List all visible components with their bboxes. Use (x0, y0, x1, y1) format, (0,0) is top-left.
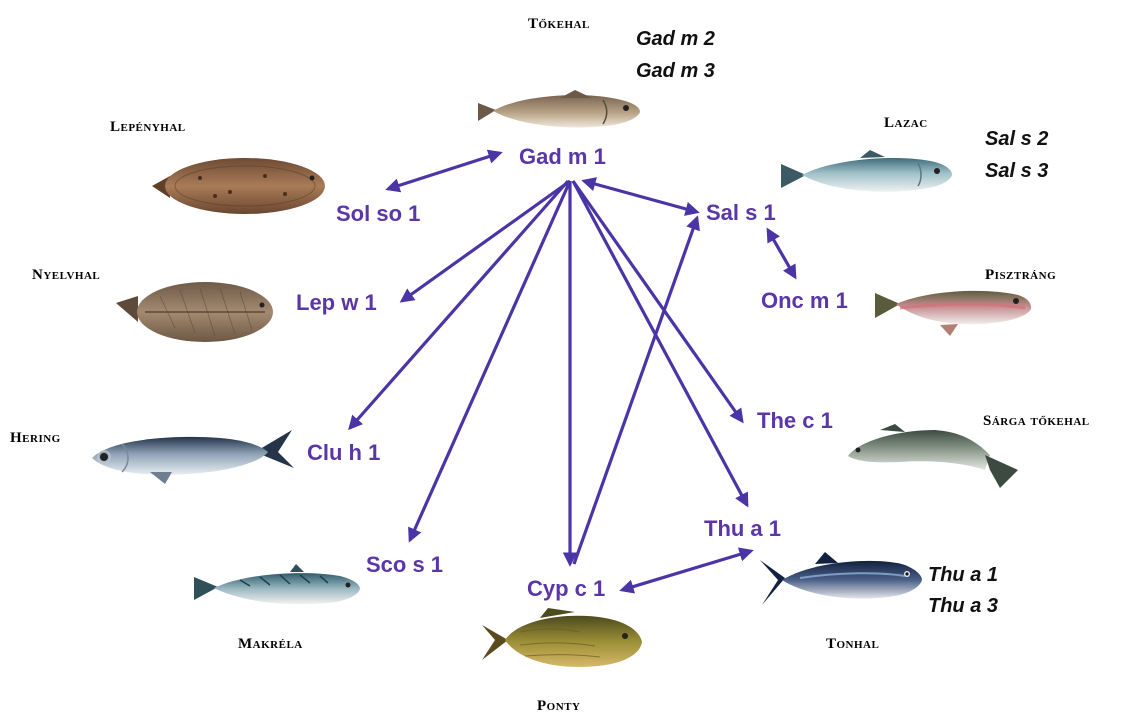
fish-label-pisztrang: Pisztráng (985, 267, 1056, 283)
extra-allergen-lazac-1: Sal s 2 (985, 128, 1048, 150)
carp-picture (482, 608, 642, 667)
allergen-thu-a-1: Thu a 1 (704, 516, 781, 541)
fish-label-tokehal: Tőkehal (528, 16, 590, 32)
arrow-cyp-thu (622, 551, 751, 590)
fish-label-sarga-tokehal: Sárga tőkehal (983, 413, 1090, 429)
allergen-onc-m-1: Onc m 1 (761, 288, 848, 313)
arrow-sal-onc (768, 230, 795, 277)
allergen-lep-w-1: Lep w 1 (296, 290, 377, 315)
extra-allergen-lazac-2: Sal s 3 (985, 160, 1048, 182)
fish-label-hering: Hering (10, 430, 61, 446)
allergen-cyp-c-1: Cyp c 1 (527, 576, 605, 601)
herring-picture (92, 430, 294, 484)
extra-allergen-tonhal-1: Thu a 1 (928, 564, 998, 586)
fish-label-tonhal: Tonhal (826, 636, 879, 652)
extra-allergen-tonhal-2: Thu a 3 (928, 595, 998, 617)
arrow-gad-sal (584, 181, 697, 212)
mackerel-picture (194, 564, 360, 604)
cod-picture (478, 90, 640, 127)
tuna-picture (760, 552, 922, 605)
fish-label-lepenyhal: Lepényhal (110, 119, 186, 135)
allergen-sco-s-1: Sco s 1 (366, 552, 443, 577)
fish-label-lazac: Lazac (884, 115, 928, 131)
allergen-clu-h-1: Clu h 1 (307, 440, 380, 465)
salmon-picture (781, 150, 952, 192)
trout-picture (875, 291, 1031, 336)
flounder-picture (152, 158, 325, 214)
allergen-gad-m-1: Gad m 1 (519, 144, 606, 169)
allergen-sol-so-1: Sol so 1 (336, 201, 420, 226)
allergen-sal-s-1: Sal s 1 (706, 200, 776, 225)
fish-label-makrela: Makréla (238, 636, 303, 652)
arrow-gad-sol (388, 153, 500, 189)
sole-picture (116, 282, 273, 342)
pollock-picture (848, 424, 1018, 488)
arrow-gad-sco (410, 181, 570, 540)
extra-allergen-tokehal-1: Gad m 2 (636, 28, 715, 50)
fish-label-nyelvhal: Nyelvhal (32, 267, 100, 283)
extra-allergen-tokehal-2: Gad m 3 (636, 60, 715, 82)
arrow-gad-thu (573, 181, 747, 505)
fish-label-ponty: Ponty (537, 698, 580, 713)
allergen-the-c-1: The c 1 (757, 408, 833, 433)
